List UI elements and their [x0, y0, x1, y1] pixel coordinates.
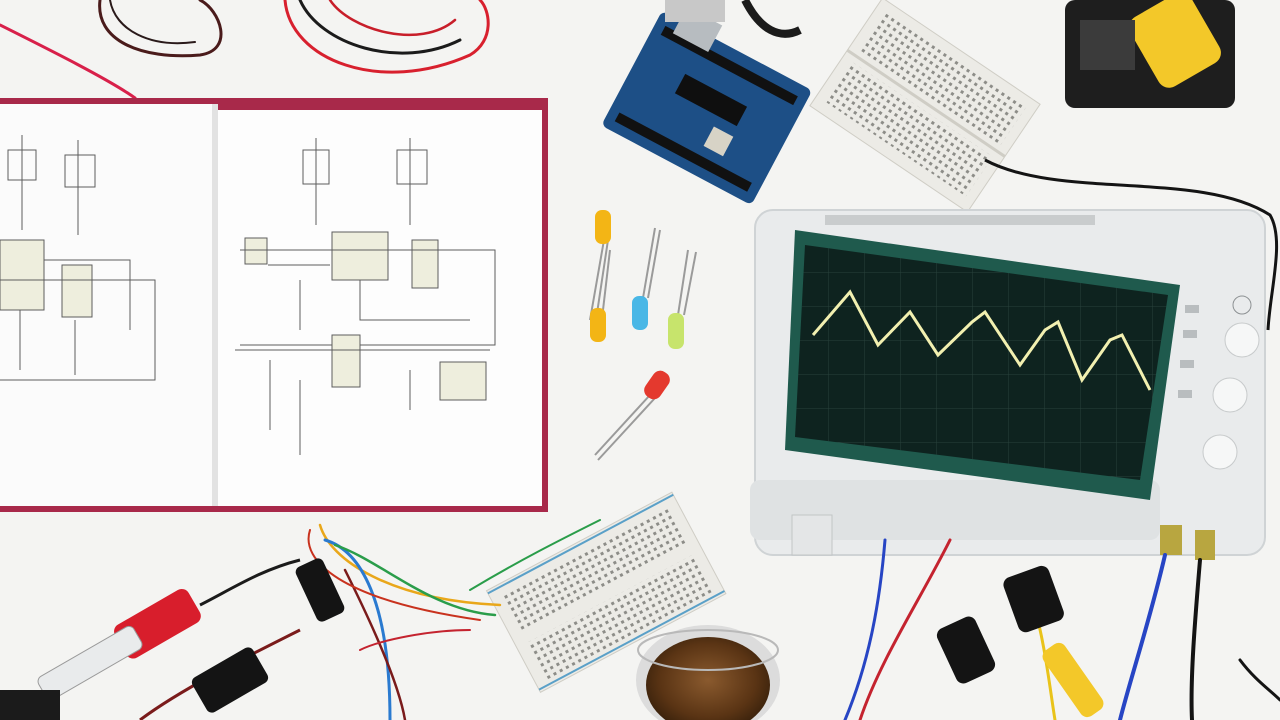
probe-cable-top [984, 158, 1279, 331]
leds [589, 210, 697, 461]
scope-cables [843, 538, 1280, 720]
top-cables [0, 0, 490, 100]
alligator-clips [936, 565, 1104, 718]
jumper-wires [307, 519, 601, 720]
open-schematic-book [0, 98, 548, 512]
multimeter-probe [0, 558, 301, 720]
led-yellow-2 [590, 249, 611, 342]
oscilloscope [750, 209, 1266, 560]
oscilloscope-controls [1160, 295, 1260, 560]
oscilloscope-screen [785, 230, 1180, 500]
led-blue [632, 227, 661, 330]
led-yellow-1 [589, 210, 611, 321]
usb-cable [665, 0, 802, 38]
waveform-trace [811, 289, 1152, 391]
soldering-station [1065, 0, 1235, 108]
large-breadboard [485, 491, 727, 693]
led-green [668, 249, 697, 349]
schematic-left [0, 135, 156, 381]
schematic-right [235, 138, 496, 455]
led-red [594, 370, 670, 461]
solder-wire-jar [636, 625, 780, 720]
small-breadboard [809, 0, 1041, 213]
test-clips [139, 558, 345, 720]
